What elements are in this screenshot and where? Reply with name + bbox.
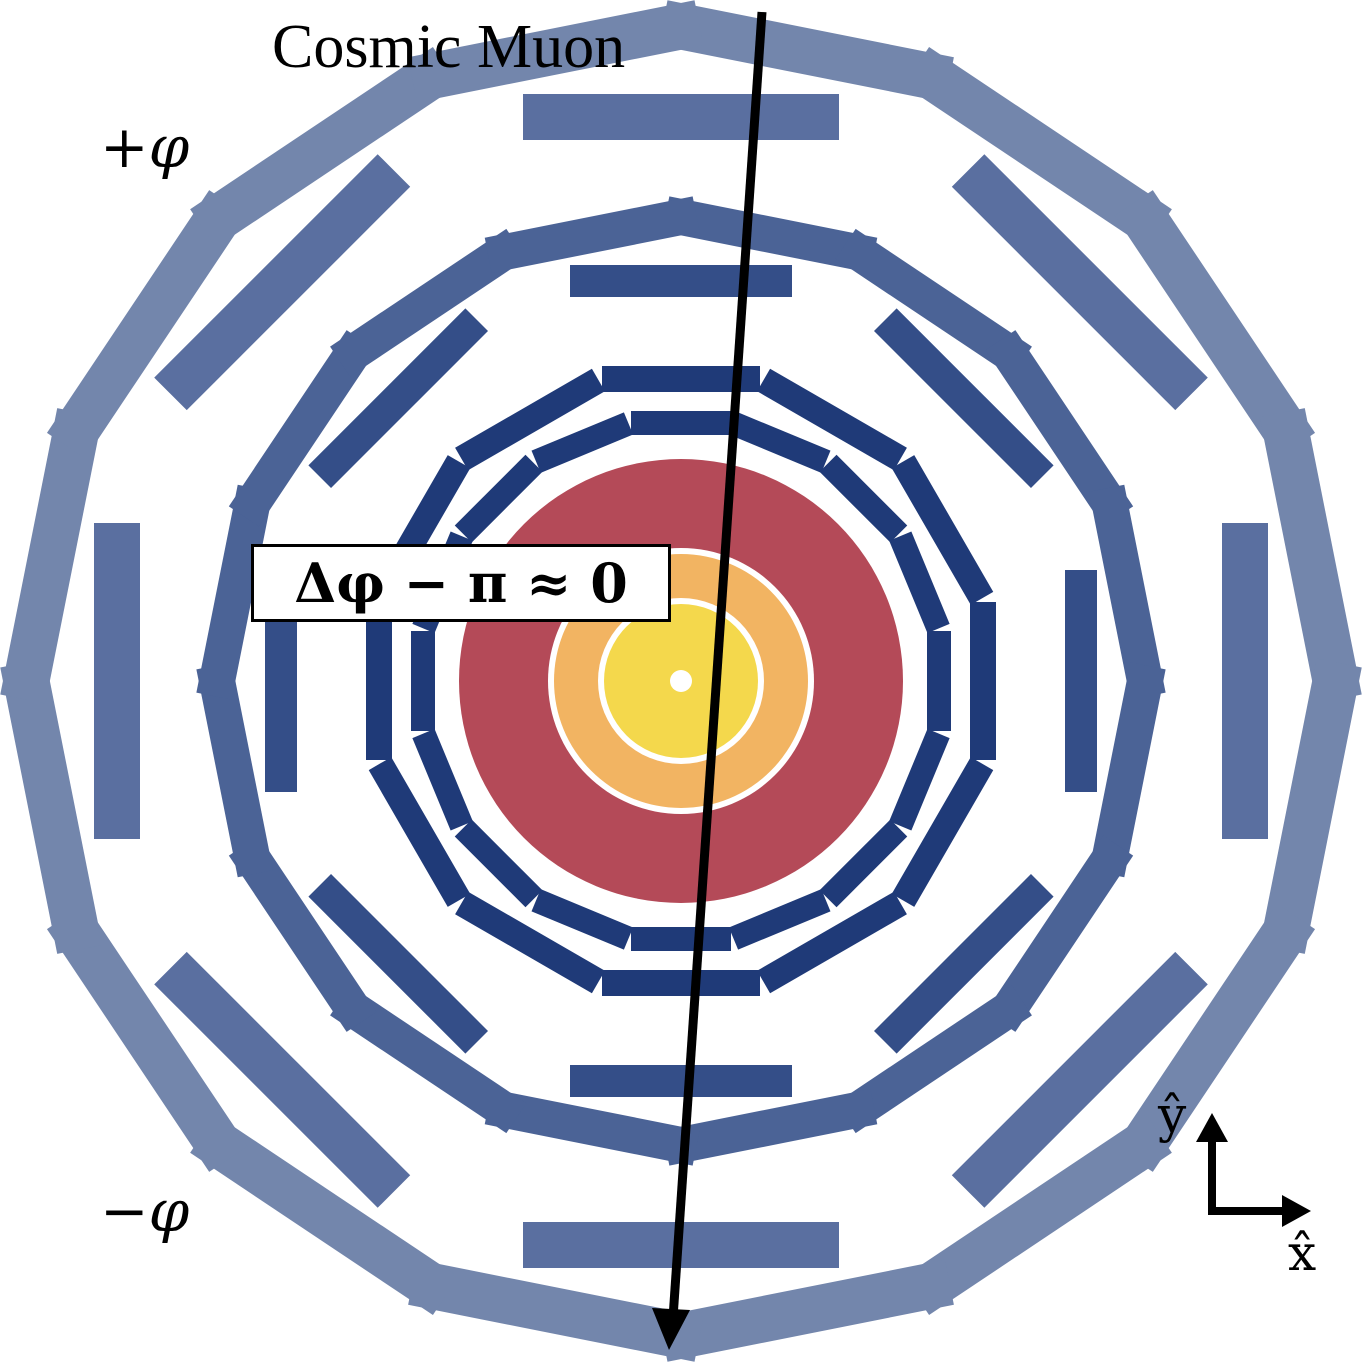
ring-4-chamber (196, 662, 274, 878)
ring-3-chamber (873, 873, 1054, 1054)
ring-1-chamber (927, 631, 951, 731)
ring-4-chamber (484, 1088, 700, 1166)
ring-1-chamber (631, 927, 731, 951)
ring-4-chamber (484, 196, 700, 274)
ring-1-chamber (454, 819, 543, 908)
ring-4-chamber (196, 484, 274, 700)
ring-3-chamber (308, 308, 489, 489)
ring-6-chamber (903, 46, 1172, 248)
ring-6-chamber (190, 1114, 459, 1316)
ring-5-chamber (154, 951, 411, 1208)
calorimeter (459, 459, 903, 903)
ring-4-chamber (835, 228, 1032, 377)
plus-phi-label: +φ (100, 113, 190, 181)
ring-6-chamber (46, 903, 248, 1172)
ring-4-chamber (1088, 484, 1166, 700)
ring-5-chamber (1222, 523, 1268, 839)
ring-4-chamber (835, 985, 1032, 1134)
delta-phi-text: Δφ − π ≈ 0 (294, 551, 628, 615)
ring-1-chamber (412, 728, 473, 831)
ring-6-chamber (190, 46, 459, 248)
ring-4-chamber (662, 1088, 878, 1166)
ring-2-chamber (891, 757, 994, 907)
ring-1-chamber (819, 454, 908, 543)
diagram-title: Cosmic Muon (272, 13, 626, 81)
ring-2-chamber (757, 891, 907, 994)
ring-4-chamber (1088, 662, 1166, 878)
ring-1-chamber (531, 412, 634, 473)
ring-3-chamber (1065, 570, 1097, 792)
ring-6-chamber (0, 408, 103, 704)
muon-arrow-icon (652, 11, 767, 1350)
ring-1-chamber (454, 454, 543, 543)
ring-6-chamber (658, 0, 954, 103)
ring-2-chamber (757, 368, 907, 471)
x-axis-label: x̂ (1288, 1224, 1317, 1282)
ring-4-chamber (662, 196, 878, 274)
axes-icon (1196, 1113, 1311, 1227)
ring-1-chamber (889, 531, 950, 634)
delta-phi-annotation: Δφ − π ≈ 0 (251, 544, 671, 622)
ring-1-chamber (728, 889, 831, 950)
ring-3-chamber (308, 873, 489, 1054)
ring-4-chamber (330, 985, 527, 1134)
ring-1-chamber (411, 631, 435, 731)
ring-1-chamber (531, 889, 634, 950)
ring-4-chamber (985, 835, 1134, 1032)
ring-2-chamber (602, 970, 760, 996)
ring-6-chamber (1259, 658, 1362, 954)
minus-phi-label: −φ (100, 1177, 190, 1245)
ring-6-chamber (1114, 903, 1316, 1172)
ring-6-chamber (903, 1114, 1172, 1316)
ring-6-chamber (46, 190, 248, 459)
ring-4-chamber (330, 228, 527, 377)
beam-pipe (670, 670, 692, 692)
ring-4-chamber (228, 835, 377, 1032)
ring-6-chamber (1259, 408, 1362, 704)
ring-6-chamber (408, 0, 704, 103)
ring-1-chamber (819, 819, 908, 908)
ring-3-chamber (570, 1065, 792, 1097)
ring-1-chamber (889, 728, 950, 831)
ring-5-chamber (523, 94, 839, 140)
ring-5-chamber (951, 154, 1208, 411)
ring-6-chamber (0, 658, 103, 954)
ring-6-chamber (1114, 190, 1316, 459)
ring-2-chamber (970, 602, 996, 760)
ring-6-chamber (658, 1259, 954, 1362)
ring-2-chamber (368, 757, 471, 907)
ring-5-chamber (94, 523, 140, 839)
ring-4-chamber (228, 330, 377, 527)
ring-1-chamber (631, 411, 731, 435)
ring-3-chamber (265, 570, 297, 792)
ring-3-chamber (570, 265, 792, 297)
ring-2-chamber (366, 602, 392, 760)
ring-2-chamber (455, 891, 605, 994)
ring-2-chamber (891, 455, 994, 605)
ring-5-chamber (154, 154, 411, 411)
ring-2-chamber (455, 368, 605, 471)
ring-4-chamber (985, 330, 1134, 527)
ring-5-chamber (951, 951, 1208, 1208)
ring-6-chamber (408, 1259, 704, 1362)
y-axis-label: ŷ (1158, 1086, 1187, 1144)
ring-3-chamber (873, 308, 1054, 489)
ring-1-chamber (728, 412, 831, 473)
